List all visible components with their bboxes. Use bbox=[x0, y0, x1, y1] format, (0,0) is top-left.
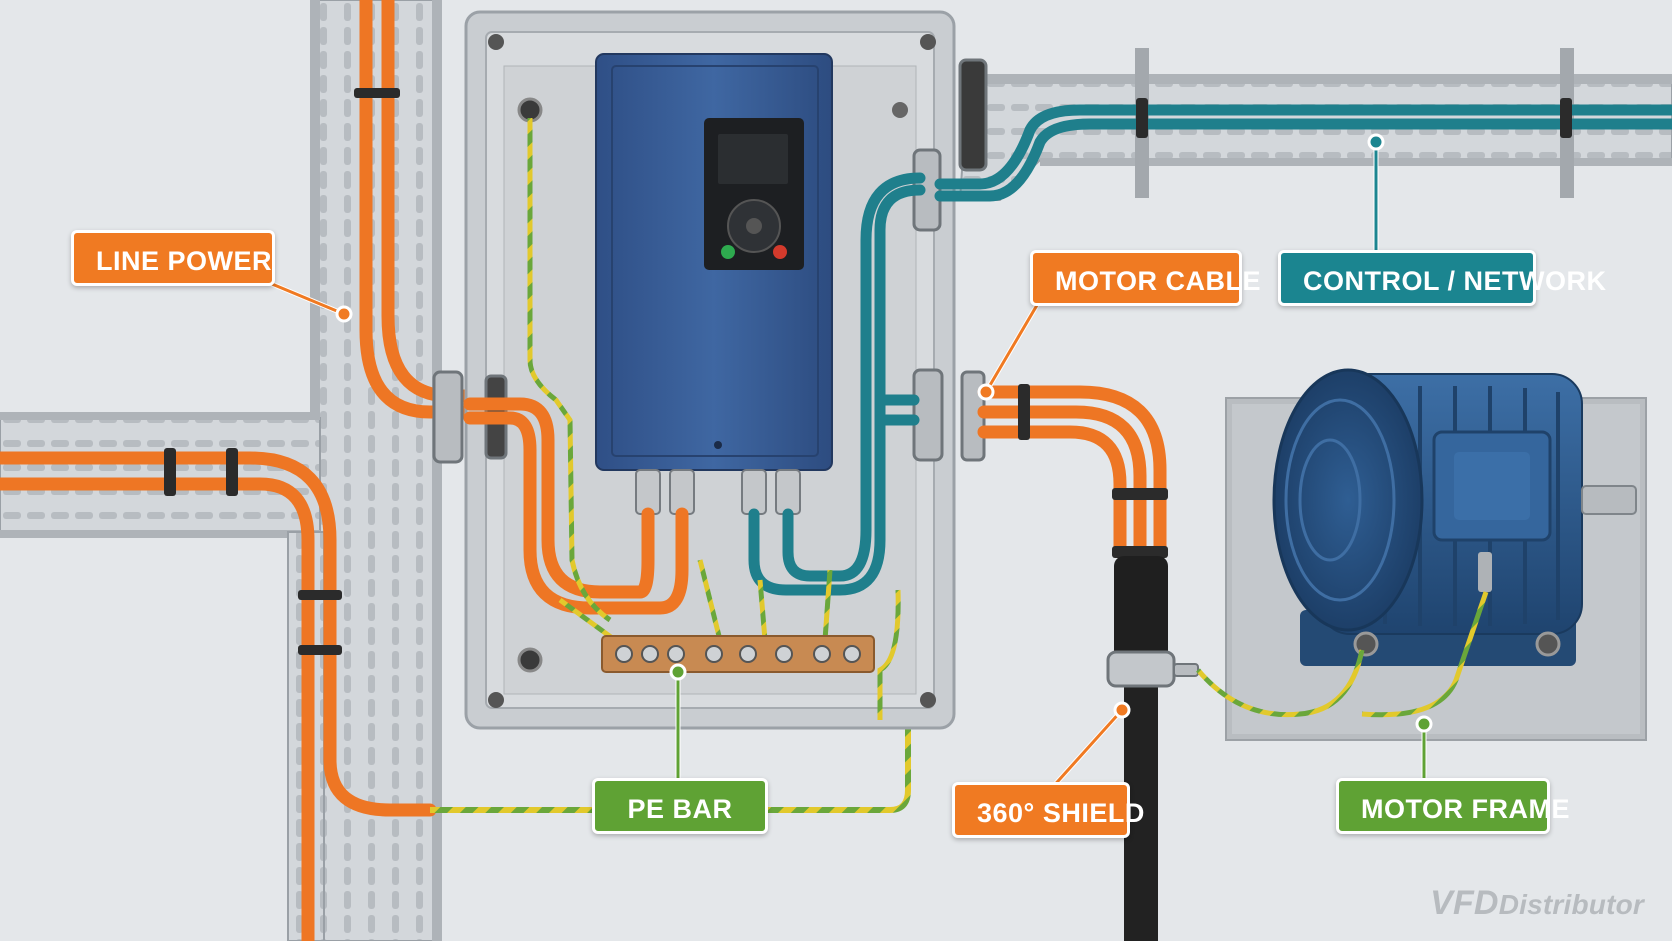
motor-icon bbox=[1272, 368, 1637, 666]
brand-part-distributor: Distributor bbox=[1498, 889, 1644, 920]
internal-power-wiring bbox=[463, 397, 689, 615]
label-line-power: LINE POWER bbox=[71, 230, 275, 286]
control-cables-out bbox=[934, 104, 1672, 202]
ground-wire-motor bbox=[1196, 591, 1489, 718]
label-motor-cable: MOTOR CABLE bbox=[1030, 250, 1261, 306]
vfd-drive bbox=[595, 53, 833, 471]
callout-dots bbox=[335, 133, 1433, 733]
cable-clamps-line bbox=[164, 88, 400, 655]
label-360-shield: 360° SHIELD bbox=[952, 782, 1144, 838]
motor-cable-clamps bbox=[1018, 384, 1168, 558]
label-control-network: CONTROL / NETWORK bbox=[1278, 250, 1606, 306]
cable-tray-vertical bbox=[310, 0, 442, 941]
label-motor-frame: MOTOR FRAME bbox=[1336, 778, 1570, 834]
cable-glands bbox=[432, 58, 988, 464]
pe-bar-icon bbox=[601, 635, 875, 673]
internal-ground-wiring bbox=[527, 118, 901, 720]
label-pe-bar: PE BAR bbox=[592, 778, 768, 834]
shield-clamp-icon bbox=[1106, 650, 1199, 688]
brand-watermark: VFDDistributor bbox=[1430, 884, 1644, 923]
brand-part-vfd: VFD bbox=[1430, 884, 1499, 922]
motor-cable-shield-sleeve bbox=[1114, 556, 1168, 941]
ground-wire-main bbox=[430, 700, 911, 813]
callout-leaders-color bbox=[271, 142, 1426, 792]
motor-cables bbox=[977, 385, 1167, 557]
cable-tray-horizontal-left bbox=[0, 412, 321, 538]
control-cable-clamps bbox=[1136, 98, 1572, 138]
